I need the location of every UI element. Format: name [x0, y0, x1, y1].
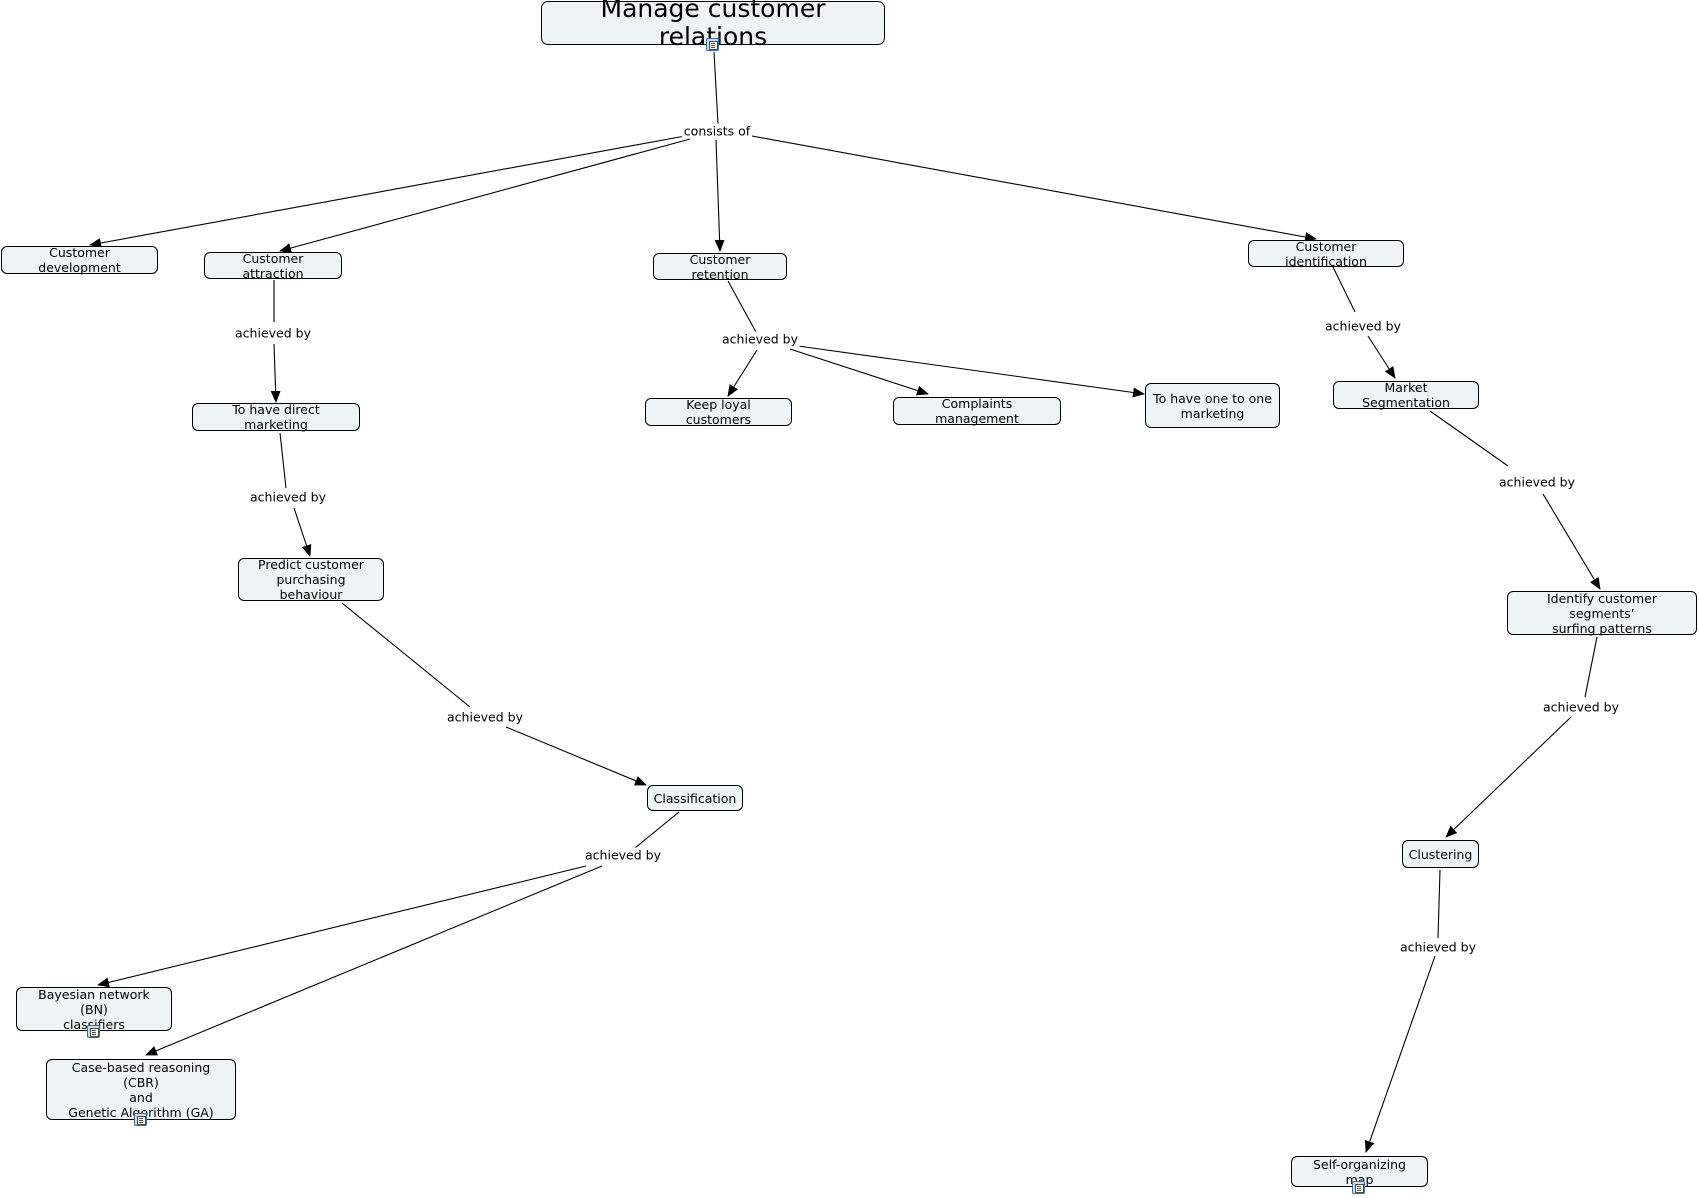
- node-customer-identification[interactable]: Customer identification: [1248, 239, 1404, 269]
- node-keep-loyal-customers[interactable]: Keep loyal customers: [645, 397, 792, 427]
- document-resource-icon[interactable]: [87, 1025, 100, 1038]
- document-resource-icon[interactable]: [706, 38, 719, 51]
- document-resource-icon[interactable]: [134, 1113, 147, 1126]
- node-customer-attraction[interactable]: Customer attraction: [204, 251, 342, 281]
- node-one-to-one-marketing[interactable]: To have one to one marketing: [1145, 383, 1280, 428]
- node-customer-development[interactable]: Customer development: [1, 245, 158, 275]
- link-attraction-achieved-by: achieved by: [233, 325, 313, 341]
- node-clustering[interactable]: Clustering: [1402, 840, 1479, 868]
- link-direct-marketing-achieved-by: achieved by: [248, 489, 328, 505]
- node-bayesian-classifiers[interactable]: Bayesian network (BN) classifiers: [16, 987, 172, 1032]
- node-customer-retention[interactable]: Customer retention: [653, 252, 787, 282]
- link-retention-achieved-by: achieved by: [720, 331, 800, 347]
- node-complaints-management[interactable]: Complaints management: [893, 396, 1061, 426]
- node-market-segmentation[interactable]: Market Segmentation: [1333, 380, 1479, 410]
- link-identification-achieved-by: achieved by: [1323, 318, 1403, 334]
- node-classification[interactable]: Classification: [647, 785, 743, 811]
- link-clustering-achieved-by: achieved by: [1398, 939, 1478, 955]
- node-predict-behaviour[interactable]: Predict customer purchasing behaviour: [238, 557, 384, 602]
- node-cbr-ga[interactable]: Case-based reasoning (CBR) and Genetic A…: [46, 1059, 236, 1120]
- link-surfing-achieved-by: achieved by: [1541, 699, 1621, 715]
- node-surfing-patterns[interactable]: Identify customer segments’ surfing patt…: [1507, 591, 1697, 636]
- link-predict-achieved-by: achieved by: [445, 709, 525, 725]
- node-direct-marketing[interactable]: To have direct marketing: [192, 402, 360, 432]
- document-resource-icon[interactable]: [1352, 1181, 1365, 1194]
- link-segmentation-achieved-by: achieved by: [1497, 474, 1577, 490]
- link-consists-of: consists of: [681, 123, 753, 139]
- link-classification-achieved-by: achieved by: [583, 847, 663, 863]
- root-concept[interactable]: Manage customer relations: [541, 0, 885, 51]
